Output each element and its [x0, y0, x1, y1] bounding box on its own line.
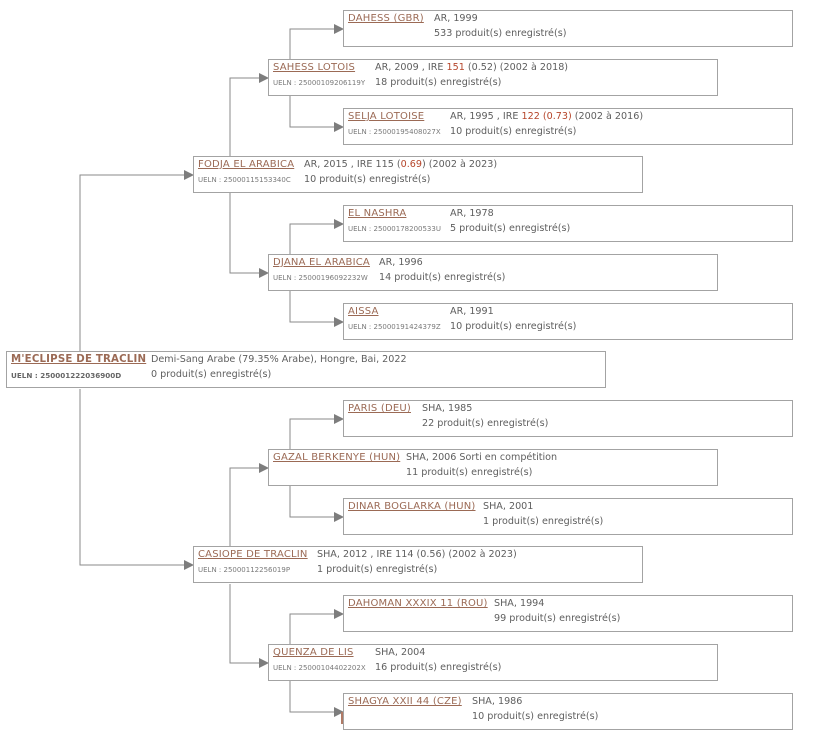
horse-node-dam-sire: GAZAL BERKENYE (HUN) SHA, 2006 Sorti en … [268, 449, 718, 486]
cursor-marker [341, 712, 343, 724]
horse-products: 14 produit(s) enregistré(s) [379, 272, 506, 283]
horse-name-link[interactable]: DAHOMAN XXXIX 11 (ROU) [348, 598, 488, 609]
horse-info: AR, 1995 , IRE 122 (0.73) (2002 à 2016) [450, 111, 643, 122]
horse-info: SHA, 1994 [494, 598, 545, 609]
ueln-label: UELN : 25000112256019P [198, 566, 291, 574]
horse-node-sire-sire: SAHESS LOTOIS UELN : 25000109206119Y AR,… [268, 59, 718, 96]
horse-products: 10 produit(s) enregistré(s) [304, 174, 431, 185]
horse-products: 11 produit(s) enregistré(s) [406, 467, 533, 478]
horse-node-gen3-5: PARIS (DEU) SHA, 1985 22 produit(s) enre… [343, 400, 793, 437]
horse-info: AR, 1999 [434, 13, 478, 24]
ueln-label: UELN : 25000195408027X [348, 128, 441, 136]
horse-node-gen3-7: DAHOMAN XXXIX 11 (ROU) SHA, 1994 99 prod… [343, 595, 793, 632]
horse-node-gen3-2: SELJA LOTOISE UELN : 25000195408027X AR,… [343, 108, 793, 145]
horse-name-link[interactable]: PARIS (DEU) [348, 403, 411, 414]
horse-name-link[interactable]: M'ECLIPSE DE TRACLIN [11, 354, 147, 365]
horse-info: SHA, 2012 , IRE 114 (0.56) (2002 à 2023) [317, 549, 517, 560]
ueln-label: UELN : 25000115153340C [198, 176, 291, 184]
ueln-label: UELN : 25000191424379Z [348, 323, 441, 331]
horse-products: 18 produit(s) enregistré(s) [375, 77, 502, 88]
horse-products: 10 produit(s) enregistré(s) [472, 711, 599, 722]
ueln-label: UELN : 25000178200533U [348, 225, 441, 233]
horse-info: SHA, 2004 [375, 647, 426, 658]
horse-products: 99 produit(s) enregistré(s) [494, 613, 621, 624]
horse-products: 10 produit(s) enregistré(s) [450, 126, 577, 137]
ire-value: 0.69 [400, 159, 422, 170]
horse-info: SHA, 2001 [483, 501, 534, 512]
horse-name-link[interactable]: SAHESS LOTOIS [273, 62, 356, 73]
ire-value: 122 (0.73) [521, 111, 572, 122]
horse-node-sire: FODJA EL ARABICA UELN : 25000115153340C … [193, 156, 643, 193]
horse-info: SHA, 1986 [472, 696, 523, 707]
horse-info: Demi-Sang Arabe (79.35% Arabe), Hongre, … [151, 354, 407, 365]
horse-name-link[interactable]: DINAR BOGLARKA (HUN) [348, 501, 476, 512]
horse-name-link[interactable]: SHAGYA XXII 44 (CZE) [348, 696, 462, 707]
horse-products: 1 produit(s) enregistré(s) [483, 516, 604, 527]
horse-info: AR, 1996 [379, 257, 423, 268]
horse-node-dam: CASIOPE DE TRACLIN UELN : 25000112256019… [193, 546, 643, 583]
horse-info: AR, 2015 , IRE 115 (0.69) (2002 à 2023) [304, 159, 497, 170]
info-part: AR, 2009 , IRE [375, 62, 447, 73]
ueln-label: UELN : 250001222036900D [11, 371, 122, 380]
horse-products: 1 produit(s) enregistré(s) [317, 564, 438, 575]
info-part: (2002 à 2016) [571, 111, 644, 122]
horse-info: SHA, 2006 Sorti en compétition [406, 452, 558, 463]
horse-node-gen3-3: EL NASHRA UELN : 25000178200533U AR, 197… [343, 205, 793, 242]
ueln-label: UELN : 25000196092232W [273, 274, 368, 282]
horse-info: AR, 1991 [450, 306, 494, 317]
horse-name-link[interactable]: GAZAL BERKENYE (HUN) [273, 452, 401, 463]
horse-node-gen3-8: SHAGYA XXII 44 (CZE) SHA, 1986 10 produi… [343, 693, 793, 730]
horse-products: 22 produit(s) enregistré(s) [422, 418, 549, 429]
horse-name-link[interactable]: DJANA EL ARABICA [273, 257, 370, 268]
horse-products: 5 produit(s) enregistré(s) [450, 223, 571, 234]
ire-value: 151 [446, 62, 465, 73]
horse-products: 0 produit(s) enregistré(s) [151, 369, 272, 380]
horse-info: AR, 2009 , IRE 151 (0.52) (2002 à 2018) [375, 62, 568, 73]
horse-products: 10 produit(s) enregistré(s) [450, 321, 577, 332]
horse-name-link[interactable]: QUENZA DE LIS [273, 647, 354, 658]
horse-name-link[interactable]: SELJA LOTOISE [348, 111, 425, 122]
horse-node-gen3-4: AISSA UELN : 25000191424379Z AR, 1991 10… [343, 303, 793, 340]
horse-node-gen3-1: DAHESS (GBR) AR, 1999 533 produit(s) enr… [343, 10, 793, 47]
horse-node-sire-dam: DJANA EL ARABICA UELN : 25000196092232W … [268, 254, 718, 291]
horse-name-link[interactable]: FODJA EL ARABICA [198, 159, 295, 170]
info-part: AR, 2015 , IRE 115 ( [304, 159, 401, 170]
ueln-label: UELN : 25000109206119Y [273, 79, 366, 87]
horse-node-root: M'ECLIPSE DE TRACLIN UELN : 250001222036… [6, 351, 606, 388]
horse-node-gen3-6: DINAR BOGLARKA (HUN) SHA, 2001 1 produit… [343, 498, 793, 535]
horse-name-link[interactable]: EL NASHRA [348, 208, 407, 219]
info-part: AR, 1995 , IRE [450, 111, 522, 122]
horse-info: SHA, 1985 [422, 403, 473, 414]
info-part: (0.52) (2002 à 2018) [464, 62, 569, 73]
horse-products: 533 produit(s) enregistré(s) [434, 28, 567, 39]
horse-products: 16 produit(s) enregistré(s) [375, 662, 502, 673]
info-part: ) (2002 à 2023) [421, 159, 498, 170]
horse-name-link[interactable]: CASIOPE DE TRACLIN [198, 549, 308, 560]
horse-name-link[interactable]: DAHESS (GBR) [348, 13, 424, 24]
ueln-label: UELN : 25000104402202X [273, 664, 366, 672]
horse-node-dam-dam: QUENZA DE LIS UELN : 25000104402202X SHA… [268, 644, 718, 681]
horse-name-link[interactable]: AISSA [348, 306, 379, 317]
horse-info: AR, 1978 [450, 208, 494, 219]
